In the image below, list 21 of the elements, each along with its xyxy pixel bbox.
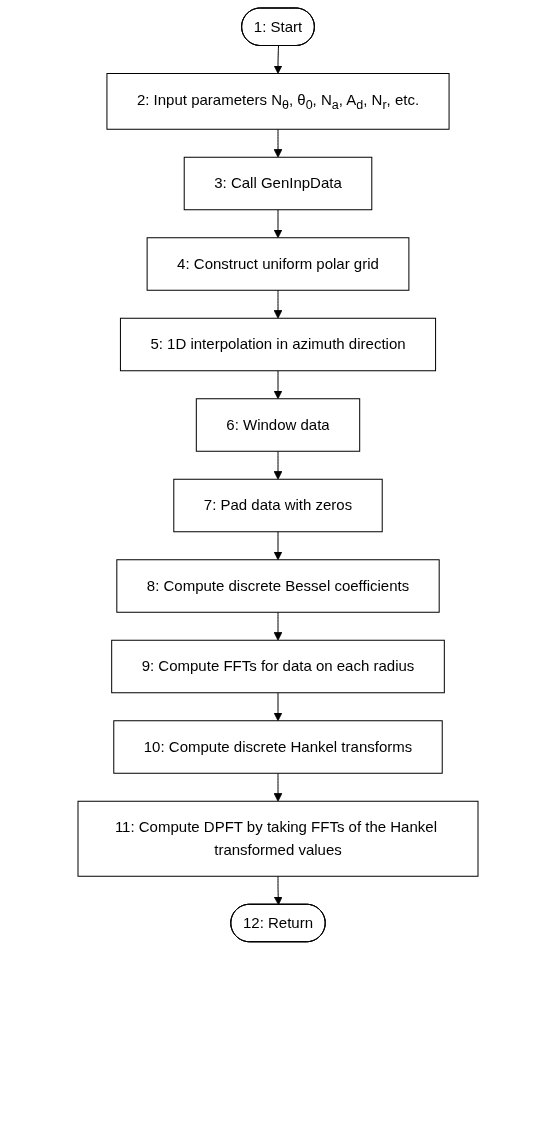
node-box: 5: 1D interpolation in azimuth direction (119, 317, 436, 372)
node-box: 11: Compute DPFT by taking FFTs of the Hankel transformed values (77, 800, 478, 877)
arrow (273, 209, 282, 239)
node-box: 4: Construct uniform polar grid (146, 237, 409, 291)
arrow (273, 875, 283, 906)
arrow (273, 289, 282, 319)
arrow (273, 370, 282, 400)
arrow (273, 611, 282, 641)
arrow (273, 772, 282, 802)
arrow (273, 45, 282, 74)
node-box: 10: Compute discrete Hankel transforms (112, 720, 443, 774)
arrow (273, 128, 282, 158)
node-box: 3: Call GenInpData (183, 156, 372, 211)
node-box: 6: Window data (195, 398, 360, 452)
node-box: 9: Compute FFTs for data on each radius (110, 639, 445, 694)
arrow (273, 531, 282, 561)
node-box: 8: Compute discrete Bessel coefficients (115, 559, 440, 613)
arrow (273, 692, 282, 722)
arrow (273, 450, 282, 480)
node-box: 2: Input parameters N$_{θ}$, θ$_{0}$, N$_{a}$, A$_{d}$, N$_{r}$, etc. (105, 73, 450, 130)
node-box: 7: Pad data with zeros (172, 478, 383, 533)
